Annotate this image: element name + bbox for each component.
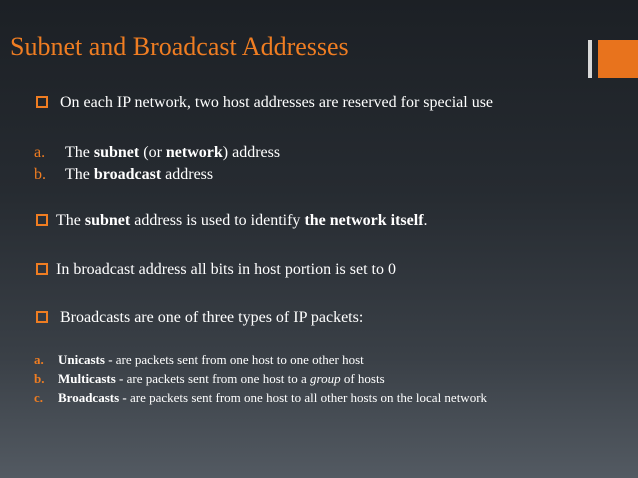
list-marker: b. xyxy=(34,371,45,386)
checkbox-square-icon xyxy=(36,263,48,275)
list-marker: c. xyxy=(34,390,44,405)
list-item-multicasts: b.Multicasts - are packets sent from one… xyxy=(34,371,385,386)
bullet-text: On each IP network, two host addresses a… xyxy=(60,94,494,111)
list-item-broadcasts: c.Broadcasts - are packets sent from one… xyxy=(34,390,488,405)
list-item-unicasts: a.Unicasts - are packets sent from one h… xyxy=(34,352,364,367)
bullet-subnet-address: The subnet address is used to identify t… xyxy=(36,212,428,230)
bullet-broadcast-bits: In broadcast address all bits in host po… xyxy=(36,261,396,279)
checkbox-square-icon xyxy=(36,96,48,108)
slide-title: Subnet and Broadcast Addresses xyxy=(10,32,349,61)
accent-bar-thin xyxy=(588,40,592,78)
list-marker: a. xyxy=(34,352,44,367)
list-item-subnet: a.The subnet (or network) address xyxy=(34,144,281,161)
list-marker: a. xyxy=(34,144,46,161)
bullet-text: Broadcasts are one of three types of IP … xyxy=(60,309,364,326)
checkbox-square-icon xyxy=(36,311,48,323)
bullet-reserved-addresses: On each IP network, two host addresses a… xyxy=(36,94,493,112)
bullet-text: In broadcast address all bits in host po… xyxy=(56,261,396,278)
bullet-packet-types: Broadcasts are one of three types of IP … xyxy=(36,309,363,327)
accent-bar-thick xyxy=(598,40,638,78)
list-item-broadcast: b.The broadcast address xyxy=(34,166,214,183)
checkbox-square-icon xyxy=(36,214,48,226)
list-marker: b. xyxy=(34,166,46,183)
